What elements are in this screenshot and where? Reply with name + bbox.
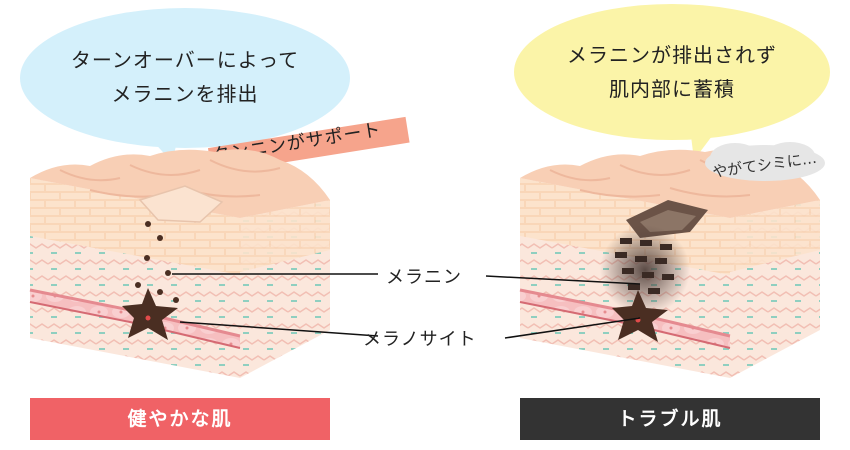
left-bubble-line1: ターンオーバーによって bbox=[70, 48, 300, 72]
melanin-label: メラニン bbox=[386, 267, 462, 288]
left-top-surface bbox=[30, 149, 330, 218]
spot-cloud bbox=[705, 142, 825, 181]
healthy-skin-block bbox=[29, 149, 330, 378]
left-epidermis bbox=[30, 178, 240, 275]
peeling-flake bbox=[138, 185, 224, 223]
trouble-skin-block bbox=[519, 142, 825, 378]
healthy-skin-footer: 健やかな肌 bbox=[30, 398, 330, 440]
left-melanocyte bbox=[122, 288, 178, 340]
melanocyte-label: メラノサイト bbox=[363, 329, 477, 350]
right-melanocyte bbox=[612, 290, 668, 342]
right-bubble-line1: メラニンが排出されず bbox=[567, 43, 777, 67]
right-bubble-line2: 肌内部に蓄積 bbox=[609, 77, 735, 101]
melanin-accumulation bbox=[600, 225, 690, 315]
left-bubble-text: ターンオーバーによって メラニンを排出 bbox=[35, 43, 335, 111]
right-bubble-text: メラニンが排出されず 肌内部に蓄積 bbox=[522, 38, 822, 106]
trouble-skin-footer: トラブル肌 bbox=[520, 398, 820, 440]
leader-lines bbox=[172, 273, 641, 339]
left-bubble-line2: メラニンを排出 bbox=[111, 82, 259, 106]
